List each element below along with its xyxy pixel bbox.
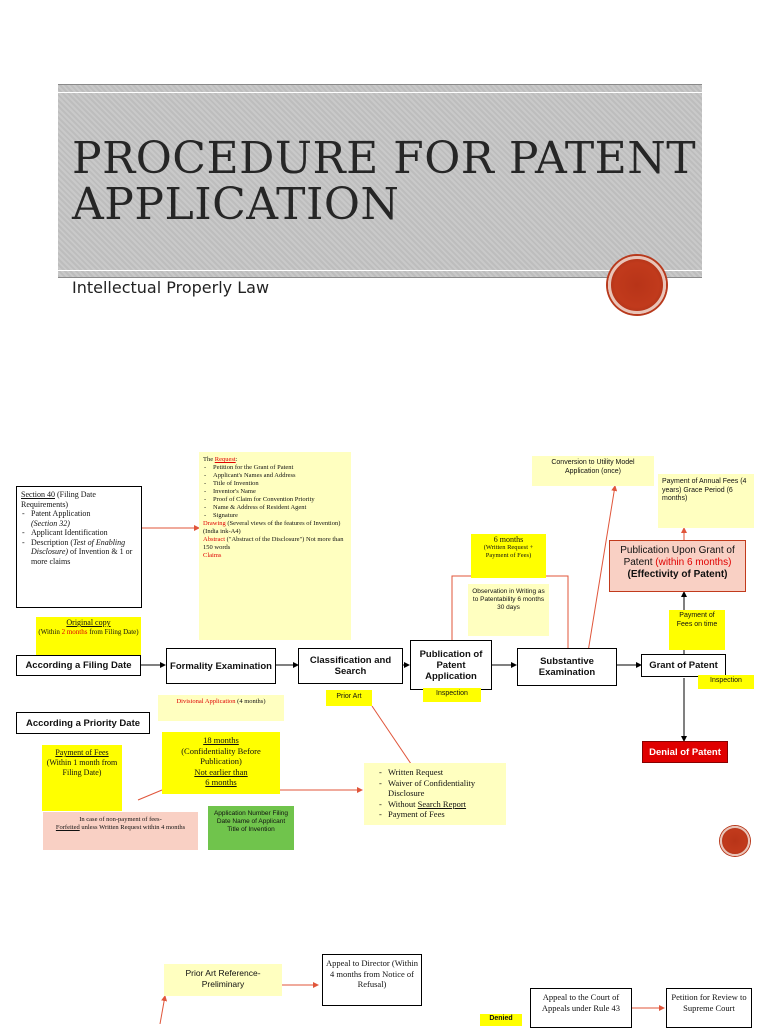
divisional-note: Divisional Application (4 months) bbox=[158, 695, 284, 721]
payment-on-time-note: Payment of Fees on time bbox=[669, 610, 725, 650]
section40-item3a: Description ( bbox=[31, 537, 73, 547]
written-request-list: Written Request Waiver of Confidentialit… bbox=[364, 763, 506, 825]
written-item: Payment of Fees bbox=[379, 809, 502, 820]
request-the: The bbox=[203, 456, 215, 463]
appeal-director-box: Appeal to Director (Within 4 months from… bbox=[322, 954, 422, 1006]
request-item: Proof of Claim for Convention Priority bbox=[204, 496, 347, 504]
pub-grant-red: (within 6 months) bbox=[655, 557, 732, 568]
title-line-2: APPLICATION bbox=[72, 179, 400, 230]
appeal-court-box: Appeal to the Court of Appeals under Rul… bbox=[530, 988, 632, 1028]
original-copy-red: 2 months bbox=[61, 627, 88, 636]
section40-item1: Patent Application bbox=[31, 509, 91, 518]
substantive-box: Substantive Examination bbox=[517, 648, 617, 686]
title-banner bbox=[58, 84, 702, 278]
inspection-label-1: Inspection bbox=[423, 688, 481, 702]
section40-box: Section 40 (Filing Date Requirements) Pa… bbox=[16, 486, 142, 608]
original-copy-note: Original copy (Within 2 months from Fili… bbox=[36, 617, 141, 655]
inspection-label-2: Inspection bbox=[698, 675, 754, 689]
banner-rule-top bbox=[58, 92, 702, 93]
eighteen-head: 18 months bbox=[203, 735, 239, 745]
section40-head-rest: (Filing Date Requirements) bbox=[21, 490, 96, 509]
request-drawing-rest: (Several views of the features of Invent… bbox=[203, 520, 341, 535]
title-line-1: PROCEDURE FOR PATENT bbox=[72, 133, 697, 184]
eighteen-l4: 6 months bbox=[205, 777, 237, 787]
decorative-circle-large bbox=[608, 256, 666, 314]
prior-art-label: Prior Art bbox=[326, 690, 372, 706]
request-abstract-rest: ("Abstract of the Disclosure") Not more … bbox=[203, 536, 344, 551]
request-item: Title of Invention bbox=[204, 480, 347, 488]
denial-box: Denial of Patent bbox=[642, 741, 728, 763]
pub-grant-text2: (Effectivity of Patent) bbox=[627, 569, 728, 580]
section40-item1b: (Section 32) bbox=[31, 518, 70, 528]
conversion-note: Conversion to Utility Model Application … bbox=[532, 456, 654, 486]
priority-date-box: According a Priority Date bbox=[16, 712, 150, 734]
request-item: Name & Address of Resident Agent bbox=[204, 504, 347, 512]
request-note: The Request: Petition for the Grant of P… bbox=[199, 452, 351, 640]
publication-grant-box: Publication Upon Grant of Patent (within… bbox=[609, 540, 746, 592]
eighteen-months-note: 18 months (Confidentiality Before Public… bbox=[162, 732, 280, 794]
prior-art-prelim-note: Prior Art Reference- Preliminary bbox=[164, 964, 282, 996]
nonpayment-l1: In case of non-payment of fees- bbox=[79, 816, 162, 823]
request-item: Signature bbox=[204, 512, 347, 520]
original-copy-head: Original copy bbox=[66, 618, 111, 627]
section40-head: Section 40 bbox=[21, 490, 55, 499]
request-head: Request bbox=[214, 456, 236, 463]
divisional-rest: (4 months) bbox=[235, 698, 266, 705]
original-copy-l1: (Within bbox=[38, 627, 62, 636]
pub-grant-text1: Publication Upon Grant of Patent bbox=[620, 545, 735, 568]
request-drawing-red: Drawing bbox=[203, 520, 226, 527]
section40-item2: Applicant Identification bbox=[31, 528, 108, 537]
application-info-note: Application Number Filing Date Name of A… bbox=[208, 806, 294, 850]
annual-fees-note: Payment of Annual Fees (4 years) Grace P… bbox=[658, 474, 754, 528]
denied-label: Denied bbox=[480, 1014, 522, 1026]
page-title: PROCEDURE FOR PATENT APPLICATION bbox=[72, 136, 696, 228]
publication-box: Publication of Patent Application bbox=[410, 640, 492, 690]
classification-box: Classification and Search bbox=[298, 648, 403, 684]
original-copy-l2: from Filing Date) bbox=[87, 627, 139, 636]
request-item: Inventor's Name bbox=[204, 488, 347, 496]
request-item: Petition for the Grant of Patent bbox=[204, 464, 347, 472]
request-colon: : bbox=[235, 456, 238, 463]
banner-rule-bottom bbox=[58, 270, 702, 271]
request-claims: Claims bbox=[203, 552, 222, 559]
subtitle: Intellectual Properly Law bbox=[72, 278, 270, 297]
six-months-body: (Written Request + Payment of Fees) bbox=[483, 544, 534, 559]
request-abstract-red: Abstract bbox=[203, 536, 226, 543]
request-item: Applicant's Names and Address bbox=[204, 472, 347, 480]
non-payment-note: In case of non-payment of fees- Forfeite… bbox=[43, 812, 198, 850]
section40-item3c: of Invention & 1 or more claims bbox=[31, 547, 133, 566]
payment-fees-head: Payment of Fees bbox=[55, 748, 109, 757]
grant-box: Grant of Patent bbox=[641, 654, 726, 677]
nonpayment-u: Forfeited bbox=[55, 824, 80, 831]
payment-fees-note: Payment of Fees (Within 1 month from Fil… bbox=[42, 745, 122, 811]
eighteen-l2: (Confidentiality Before Publication) bbox=[181, 745, 261, 767]
written-item: Waiver of Confidentiality Disclosure bbox=[379, 778, 502, 799]
decorative-circle-small bbox=[720, 826, 750, 856]
six-months-note: 6 months (Written Request + Payment of F… bbox=[471, 534, 546, 578]
eighteen-l3: Not earlier than bbox=[194, 766, 248, 777]
nonpayment-l2: unless Written Request within 4 months bbox=[79, 824, 186, 831]
section40-item3b: Test of Enabling Disclosure) bbox=[31, 537, 126, 557]
payment-fees-body: (Within 1 month from Filing Date) bbox=[46, 758, 118, 777]
six-months-head: 6 months bbox=[493, 535, 524, 544]
written-item: Without Search Report bbox=[379, 798, 502, 810]
written-item: Written Request bbox=[379, 767, 502, 778]
observation-note: Observation in Writing as to Patentabili… bbox=[468, 584, 549, 636]
filing-date-box: According a Filing Date bbox=[16, 655, 141, 676]
divisional-red: Divisional Application bbox=[176, 698, 236, 705]
search-report-underline: Search Report bbox=[417, 798, 467, 809]
formality-box: Formality Examination bbox=[166, 648, 276, 684]
petition-review-box: Petition for Review to Supreme Court bbox=[666, 988, 752, 1028]
